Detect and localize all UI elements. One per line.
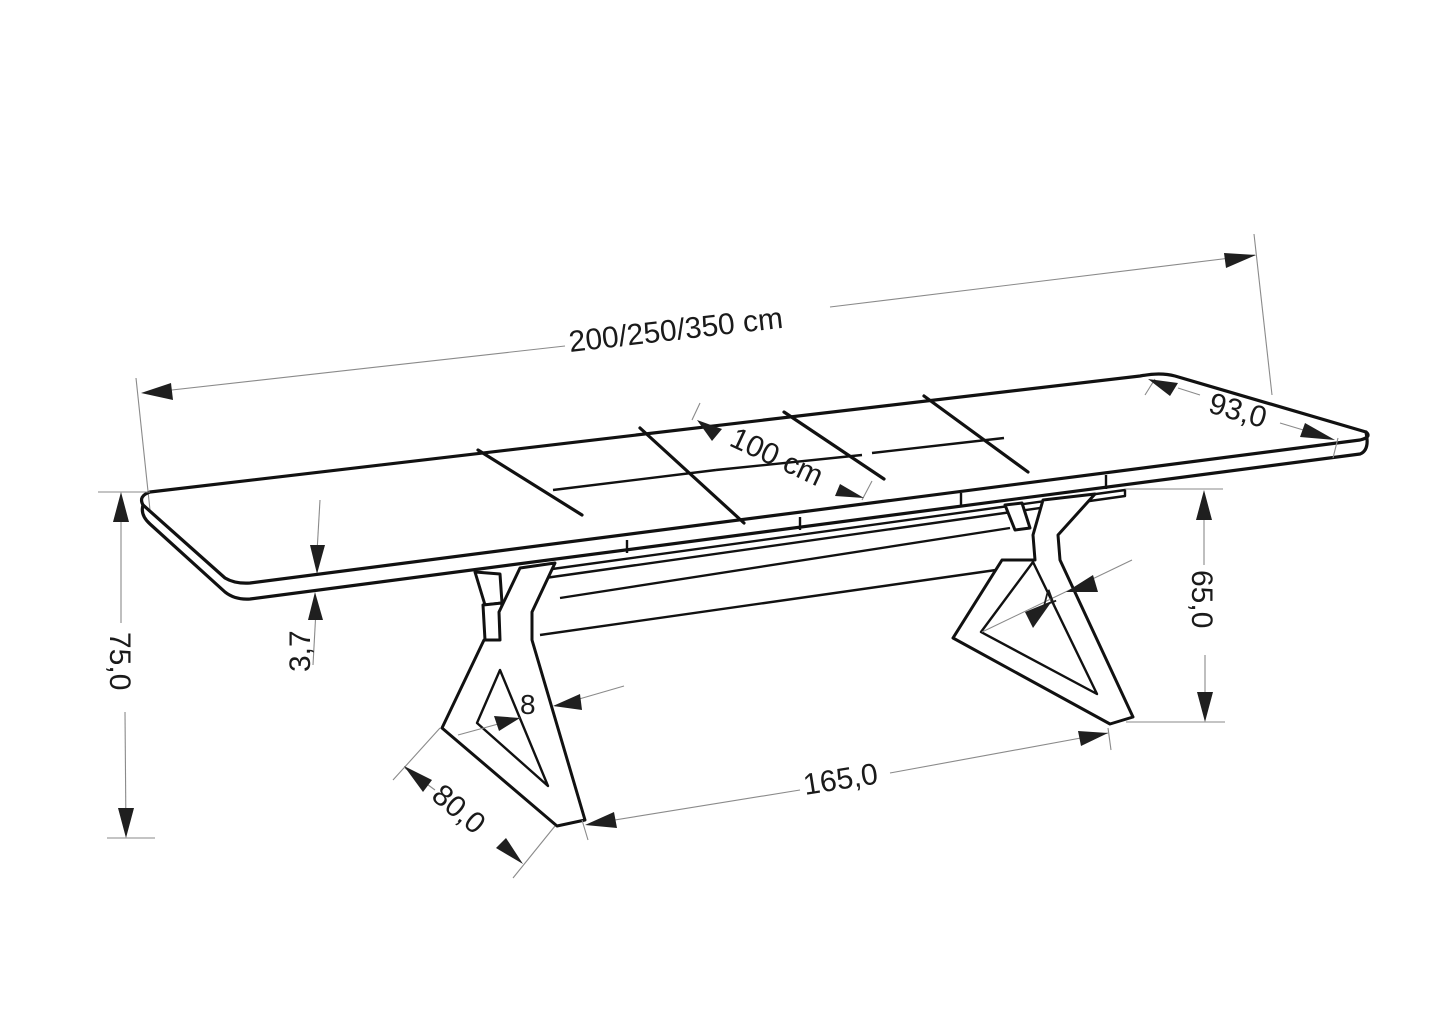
leg-spacing-dimension: 165,0 xyxy=(581,727,1112,841)
length-dimension: 200/250/350 cm xyxy=(135,233,1273,511)
arrow-down-icon xyxy=(496,838,523,864)
arrow-up-icon xyxy=(404,766,432,792)
arrow-left-icon xyxy=(1148,379,1178,396)
left-leg xyxy=(440,561,587,828)
arrow-right-icon xyxy=(494,716,520,731)
arrow-down-icon xyxy=(1197,692,1213,722)
leg-depth-label: 80,0 xyxy=(426,778,492,841)
total-height-label: 75,0 xyxy=(103,632,136,690)
arrow-left-icon xyxy=(553,694,582,710)
arrow-left-icon xyxy=(697,420,722,441)
arrow-right-icon xyxy=(1025,601,1052,628)
leg-profile-left-dimension: 8 xyxy=(457,685,625,736)
arrow-down-icon xyxy=(118,808,134,838)
arrow-left-icon xyxy=(1066,575,1098,592)
arrow-up-icon xyxy=(113,492,129,522)
arrow-down-icon xyxy=(310,545,325,574)
total-height-dimension: 75,0 xyxy=(98,491,155,839)
arrow-up-icon xyxy=(1196,490,1212,520)
thickness-label: 3,7 xyxy=(284,630,317,672)
arrow-left-icon xyxy=(585,812,617,828)
arrow-right-icon xyxy=(1224,253,1256,268)
table-top xyxy=(139,372,1370,601)
length-label: 200/250/350 cm xyxy=(567,302,785,359)
arrow-right-icon xyxy=(835,484,864,498)
leg-height-dimension: 65,0 xyxy=(1125,488,1225,723)
arrow-right-icon xyxy=(1300,423,1335,440)
arrow-right-icon xyxy=(1078,731,1108,746)
top-thickness-dimension: 3,7 xyxy=(284,499,325,672)
leg-spacing-label: 165,0 xyxy=(801,758,880,802)
arrow-left-icon xyxy=(141,383,173,400)
leg-height-label: 65,0 xyxy=(1185,570,1218,628)
leg-profile-left-label: 8 xyxy=(520,689,536,720)
width-label: 93,0 xyxy=(1205,387,1270,435)
arrow-up-icon xyxy=(308,592,323,620)
